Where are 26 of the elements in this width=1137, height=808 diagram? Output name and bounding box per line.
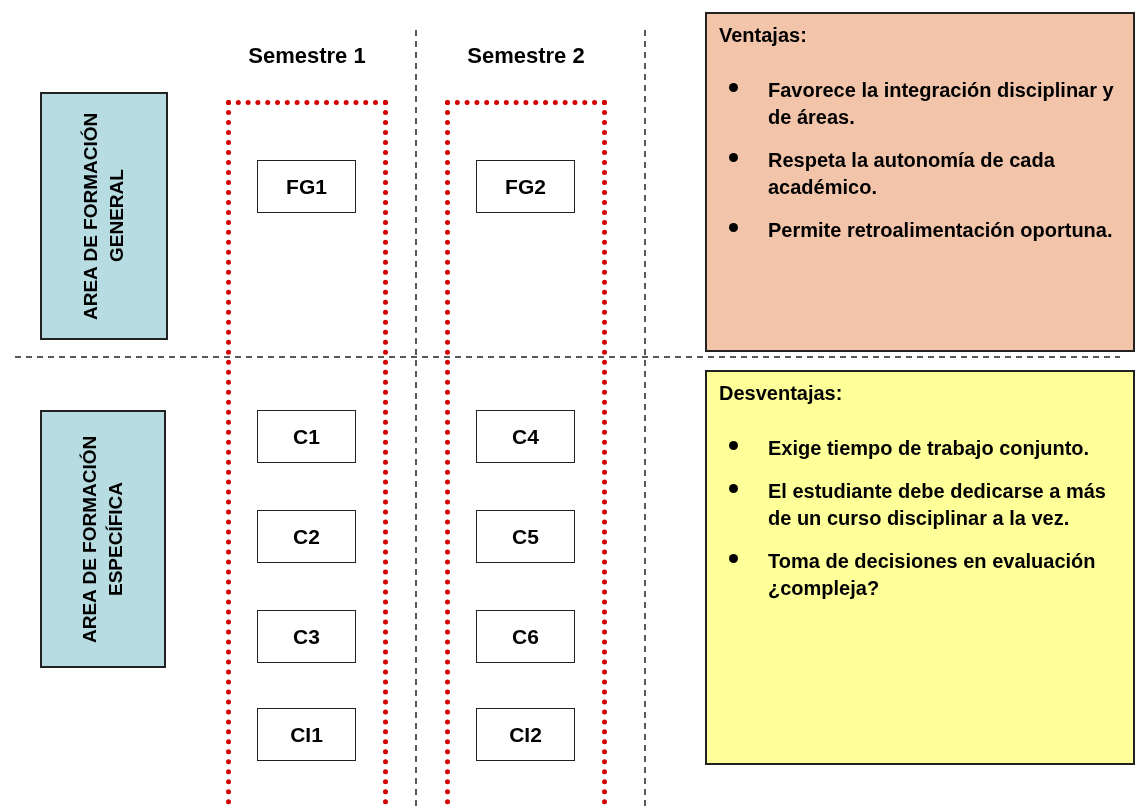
column-heading: Semestre 2 (466, 43, 586, 69)
course-box: CI1 (257, 708, 356, 761)
course-box: CI2 (476, 708, 575, 761)
bullet-text: Toma de decisiones en evaluación ¿compleja? (768, 549, 1097, 601)
course-box: C6 (476, 610, 575, 663)
course-box: C3 (257, 610, 356, 663)
course-box: C4 (476, 410, 575, 463)
bullet-text: Respeta la autonomía de cada académico. (768, 148, 1056, 200)
course-box: FG1 (257, 160, 356, 213)
course-box: FG2 (476, 160, 575, 213)
bullet-text: El estudiante debe dedicarse a más de un curso disciplinar a la vez. (768, 479, 1107, 531)
bullet-text: Favorece la integración disciplinar y de áreas. (768, 78, 1115, 130)
panel-heading: Desventajas: (719, 382, 844, 405)
area-label: AREA DE FORMACIÓN ESPECÍFICA (78, 434, 127, 645)
bullet-text: Permite retroalimentación oportuna. (768, 218, 1113, 243)
panel-heading: Ventajas: (719, 24, 808, 47)
course-box: C5 (476, 510, 575, 563)
area-box (40, 410, 166, 668)
area-box (40, 92, 168, 340)
bullet-text: Exige tiempo de trabajo conjunto. (768, 436, 1090, 461)
note-panel (705, 12, 1135, 352)
column-heading: Semestre 1 (247, 43, 367, 69)
course-box: C2 (257, 510, 356, 563)
area-label: AREA DE FORMACIÓN GENERAL (79, 111, 128, 322)
note-panel (705, 370, 1135, 765)
course-box: C1 (257, 410, 356, 463)
